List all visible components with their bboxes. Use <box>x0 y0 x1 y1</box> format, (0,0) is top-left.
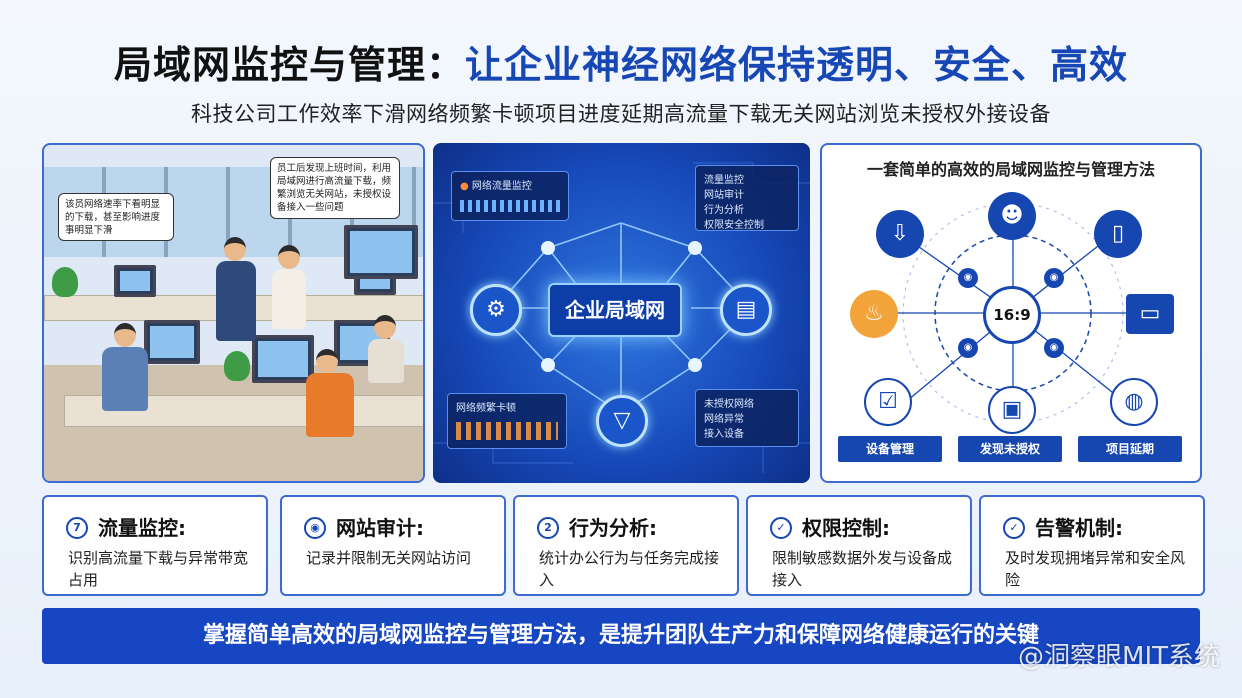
project-delay-button[interactable]: 项目延期 <box>1078 436 1182 462</box>
colleague-body <box>272 269 306 329</box>
worker-head <box>316 349 338 373</box>
gear-icon: ⚙ <box>470 284 522 336</box>
card-traffic-monitor-label: 网络流量监控 <box>471 181 532 192</box>
ratio-badge: 16:9 <box>983 286 1041 344</box>
feature-desc: 统计办公行为与任务完成接入 <box>539 549 720 589</box>
manager-body <box>216 261 256 341</box>
download-icon: ⇩ <box>876 210 924 258</box>
feature-desc: 记录并限制无关网站访问 <box>306 549 472 567</box>
feature-card-website-audit: ◉ 网站审计: 记录并限制无关网站访问 <box>280 495 506 596</box>
id-card-icon: ▣ <box>988 386 1036 434</box>
list-item: 权限安全控制 <box>704 220 764 231</box>
card-feature-list: 流量监控 网站审计 行为分析 权限安全控制 <box>695 165 799 231</box>
manager-head <box>224 237 246 261</box>
worker-body <box>306 373 354 437</box>
feature-title: 网站审计: <box>336 516 424 540</box>
node-dot: ◉ <box>958 338 978 358</box>
location-icon: ◉ <box>304 517 326 539</box>
list-item: 接入设备 <box>704 429 744 440</box>
feature-card-alert: ✓ 告警机制: 及时发现拥堵异常和安全风险 <box>979 495 1205 596</box>
device-icon: ◍ <box>1110 378 1158 426</box>
feature-title: 行为分析: <box>569 516 657 540</box>
feature-card-traffic: 7 流量监控: 识别高流量下载与异常带宽占用 <box>42 495 268 596</box>
shield-icon: ▽ <box>596 395 648 447</box>
title-part-2: 让企业神经网络保持透明、安全、高效 <box>465 43 1129 87</box>
colleague-head <box>278 245 300 269</box>
monitor <box>114 265 156 297</box>
mini-bar-chart <box>456 422 558 440</box>
alarm-icon: ♨ <box>850 290 898 338</box>
page-subtitle: 科技公司工作效率下滑网络频繁卡顿项目进度延期高流量下载无关网站浏览未授权外接设备 <box>191 102 1051 126</box>
plant <box>52 267 78 297</box>
card-network-lag-label: 网络频繁卡顿 <box>456 403 516 414</box>
traffic-icon: 7 <box>66 517 88 539</box>
card-network-lag: 网络频繁卡顿 <box>447 393 567 449</box>
feature-desc: 识别高流量下载与异常带宽占用 <box>68 549 249 589</box>
plant <box>224 351 250 381</box>
lan-center-node: 企业局域网 <box>548 283 682 337</box>
mini-bar-chart <box>460 200 560 212</box>
worker-body <box>368 339 404 383</box>
monitor-icon: ▭ <box>1126 294 1174 334</box>
page-title: 局域网监控与管理：让企业神经网络保持透明、安全、高效 <box>0 34 1242 89</box>
list-item: 流量监控 <box>704 175 744 186</box>
checklist-icon: ☑ <box>864 378 912 426</box>
check-shield-icon: ✓ <box>770 517 792 539</box>
tablet-icon: ▯ <box>1094 210 1142 258</box>
node-dot: ◉ <box>958 268 978 288</box>
node-dot: ◉ <box>1044 268 1064 288</box>
method-title: 一套简单的高效的局域网监控与管理方法 <box>866 160 1155 179</box>
list-item: 行为分析 <box>704 205 744 216</box>
feature-title: 权限控制: <box>802 516 890 540</box>
feature-title: 告警机制: <box>1035 516 1123 540</box>
list-item: 网站审计 <box>704 190 744 201</box>
worker-head <box>114 323 136 347</box>
detect-unauthorized-button[interactable]: 发现未授权 <box>958 436 1062 462</box>
watermark: @洞察眼MIT系统 <box>1018 642 1220 672</box>
list-item: 网络异常 <box>704 414 744 425</box>
monitor <box>144 320 200 364</box>
worker-body <box>102 347 148 411</box>
device-management-button[interactable]: 设备管理 <box>838 436 942 462</box>
card-alerts: 未授权网络 网络异常 接入设备 <box>695 389 799 447</box>
feature-desc: 及时发现拥堵异常和安全风险 <box>1005 549 1186 589</box>
node-dot: ◉ <box>1044 338 1064 358</box>
bottom-banner: 掌握简单高效的局域网监控与管理方法，是提升团队生产力和保障网络健康运行的关键 <box>42 608 1200 664</box>
office-illustration: 该员网络速率下看明显的下载，甚至影响进度事明显下滑 员工后发现上班时间，利用局域… <box>42 143 425 483</box>
worker-head <box>374 315 396 339</box>
feature-desc: 限制敏感数据外发与设备成接入 <box>772 549 953 589</box>
network-links <box>433 162 810 473</box>
list-item: 未授权网络 <box>704 399 754 410</box>
feature-title: 流量监控: <box>98 516 186 540</box>
feature-card-permission: ✓ 权限控制: 限制敏感数据外发与设备成接入 <box>746 495 972 596</box>
card-traffic-monitor: ● 网络流量监控 <box>451 171 569 221</box>
user-icon: ☻ <box>988 192 1036 240</box>
monitor <box>252 335 314 383</box>
speech-bubble-left: 该员网络速率下看明显的下载，甚至影响进度事明显下滑 <box>58 193 174 241</box>
chart-board <box>344 225 418 279</box>
feature-card-behavior: 2 行为分析: 统计办公行为与任务完成接入 <box>513 495 739 596</box>
check-shield-icon: ✓ <box>1003 517 1025 539</box>
title-part-1: 局域网监控与管理： <box>113 43 465 87</box>
speech-bubble-right: 员工后发现上班时间，利用局域网进行高流量下载，频繁浏览无关网站，未授权设备接入一… <box>270 157 400 219</box>
location-pin-icon: ● <box>460 181 469 192</box>
behavior-icon: 2 <box>537 517 559 539</box>
document-icon: ▤ <box>720 284 772 336</box>
